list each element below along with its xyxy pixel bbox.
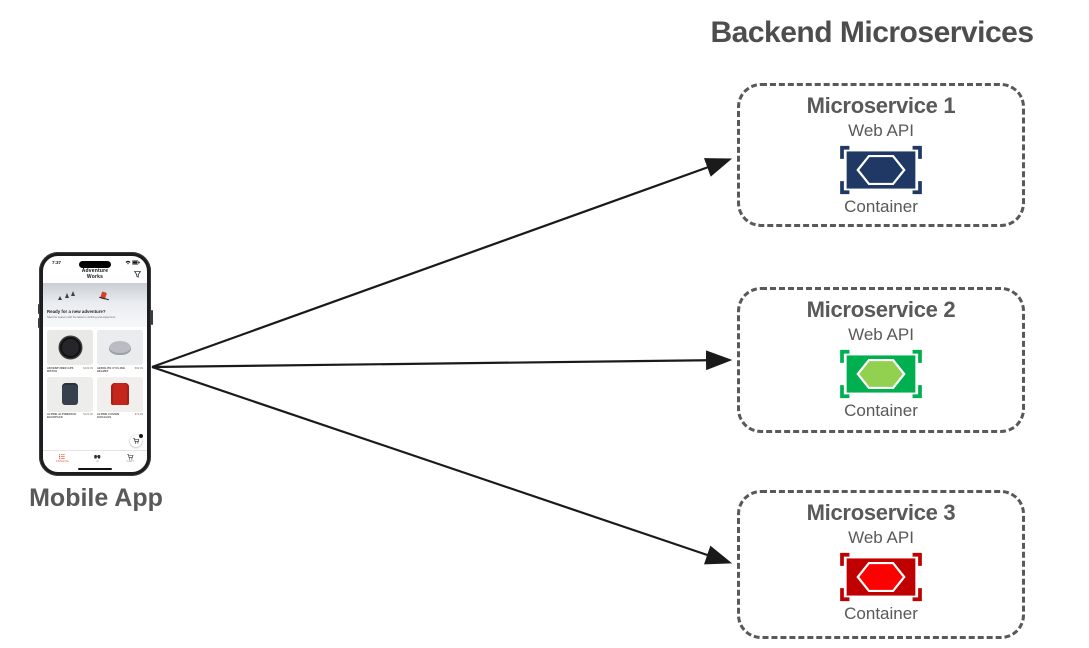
- bottom-nav: CATALOG AI CART: [43, 450, 147, 466]
- home-indicator: [78, 467, 112, 470]
- cart-icon: [133, 438, 140, 444]
- battery-icon: [132, 260, 140, 265]
- cart-badge: [138, 433, 143, 438]
- nav-cart[interactable]: CART: [126, 453, 135, 464]
- microservice-2-title: Microservice 2: [806, 297, 956, 322]
- product-card-backpack[interactable]: ALPINE ALPINEPACK BACKPACK $120.00: [47, 376, 93, 420]
- product-card-jacket[interactable]: ALPINE FUSION GOGGLES $79.99: [97, 376, 143, 420]
- skier-skis: [98, 296, 110, 301]
- volume-down-button: [37, 318, 40, 328]
- microservice-3-webapi-label: Web API: [848, 528, 914, 547]
- microservice-2-box: Microservice 2 Web API Container: [737, 287, 1025, 433]
- dynamic-island: [79, 260, 111, 268]
- cart-icon: [127, 453, 134, 460]
- product-price: $199.99: [83, 366, 93, 370]
- volume-up-button: [37, 304, 40, 314]
- microservice-1-container-label: Container: [844, 197, 918, 216]
- mobile-phone: 7:37 Adventure Works: [37, 252, 153, 476]
- nav-catalog[interactable]: CATALOG: [56, 454, 69, 463]
- hero-subtext: Start the season with the latest in clot…: [47, 316, 116, 319]
- binoculars-icon: [94, 455, 101, 459]
- container-icon-red: [840, 552, 922, 602]
- product-name: ALPINE ALPINEPACK BACKPACK: [47, 413, 77, 420]
- microservice-3-title: Microservice 3: [806, 500, 956, 525]
- cart-fab[interactable]: [130, 433, 143, 447]
- catalog-list-icon: [59, 454, 66, 459]
- tree-shape: [71, 291, 75, 296]
- microservice-1-title: Microservice 1: [806, 93, 956, 118]
- tree-shape: [65, 293, 69, 298]
- product-name: ALPINE FUSION GOGGLES: [97, 413, 120, 420]
- arrow-to-microservice-2: [151, 350, 733, 371]
- status-time: 7:37: [52, 260, 62, 265]
- status-bar: 7:37: [43, 259, 147, 268]
- status-icons: [125, 260, 141, 265]
- arrow-to-microservice-3: [151, 365, 733, 565]
- microservice-1-webapi-label: Web API: [848, 121, 914, 140]
- app-logo-text: Adventure Works: [81, 268, 109, 280]
- product-name: AEROLITE CYCLING HELMET: [97, 366, 126, 373]
- product-card-watch[interactable]: ADVENTURER GPS WATCH $199.99: [47, 330, 93, 373]
- microservice-2-container-label: Container: [844, 401, 918, 420]
- arrow-to-microservice-1: [151, 158, 733, 369]
- microservice-2-webapi-label: Web API: [848, 325, 914, 344]
- nav-label: CATALOG: [55, 459, 69, 463]
- app-header: Adventure Works: [43, 268, 147, 280]
- product-price: $99.99: [134, 366, 143, 370]
- nav-ai[interactable]: AI: [94, 454, 101, 463]
- product-card-helmet[interactable]: AEROLITE CYCLING HELMET $99.99: [97, 330, 143, 373]
- product-price: $120.00: [83, 413, 93, 417]
- product-grid: ADVENTURER GPS WATCH $199.99 AEROLITE CY…: [47, 330, 143, 419]
- microservice-3-container-label: Container: [844, 604, 918, 623]
- watch-image: [59, 337, 81, 358]
- nav-label: CART: [126, 460, 135, 464]
- mobile-app-label: Mobile App: [29, 484, 163, 512]
- phone-screen: 7:37 Adventure Works: [43, 256, 147, 472]
- hero-banner[interactable]: Ready for a new adventure? Start the sea…: [43, 283, 147, 327]
- product-name: ADVENTURER GPS WATCH: [47, 366, 74, 373]
- helmet-image: [109, 340, 131, 355]
- power-button: [150, 310, 153, 325]
- microservice-1-box: Microservice 1 Web API Container: [737, 83, 1025, 227]
- container-icon-green: [840, 349, 922, 399]
- backpack-image: [62, 383, 78, 406]
- product-price: $79.99: [134, 413, 143, 417]
- hero-headline: Ready for a new adventure?: [47, 309, 106, 314]
- wifi-icon: [125, 260, 130, 265]
- container-icon-blue: [840, 145, 922, 195]
- microservice-3-box: Microservice 3 Web API Container: [737, 490, 1025, 639]
- filter-icon[interactable]: [134, 271, 141, 278]
- jacket-image: [111, 383, 129, 406]
- tree-shape: [58, 296, 62, 300]
- diagram-title: Backend Microservices: [710, 16, 1034, 49]
- nav-label: AI: [96, 459, 100, 463]
